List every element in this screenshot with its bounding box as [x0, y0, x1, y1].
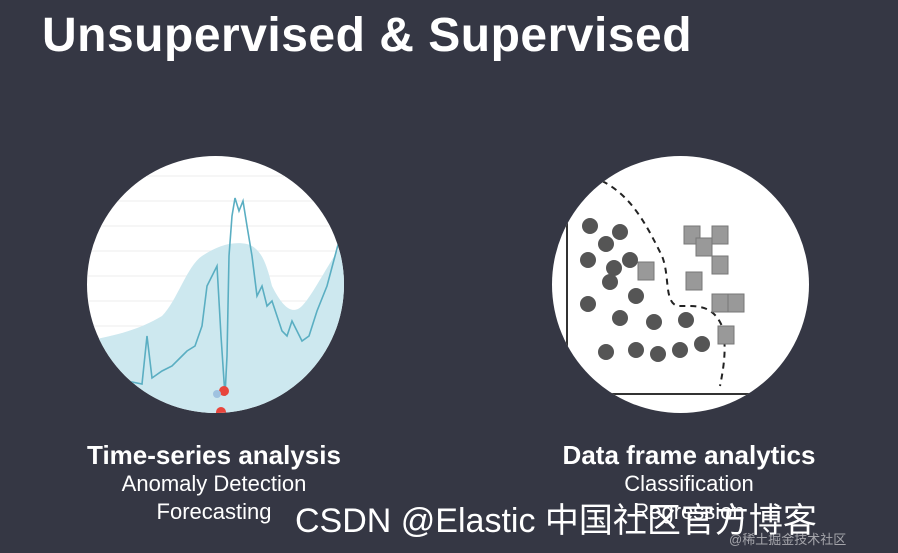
anomaly-point: [216, 407, 226, 413]
juejin-watermark: @稀土掘金技术社区: [729, 532, 847, 547]
anomaly-point: [219, 386, 229, 396]
confidence-band: [87, 241, 344, 413]
expected-point: [213, 390, 221, 398]
slide-title: Unsupervised & Supervised: [42, 9, 693, 62]
time-series-caption: Time-series analysis Anomaly Detection F…: [44, 440, 384, 526]
time-series-chart: [87, 175, 344, 413]
data-frame-subtitle-2: Regression: [633, 499, 745, 524]
time-series-subtitle-2: Forecasting: [156, 499, 272, 524]
data-frame-caption: Data frame analytics Classification Regr…: [517, 440, 861, 526]
data-frame-subtitle-1: Classification: [624, 471, 754, 496]
class-a-points: [580, 218, 710, 362]
time-series-heading: Time-series analysis: [87, 440, 341, 470]
time-series-illustration: [87, 156, 344, 413]
class-b-points: [637, 225, 745, 345]
csdn-watermark: CSDN @Elastic 中国社区官方博客: [295, 502, 817, 540]
series-line: [87, 197, 344, 397]
time-series-subtitle-1: Anomaly Detection: [121, 471, 307, 496]
classification-illustration: [552, 156, 809, 413]
data-frame-heading: Data frame analytics: [562, 440, 816, 470]
classification-chart: [566, 180, 809, 395]
